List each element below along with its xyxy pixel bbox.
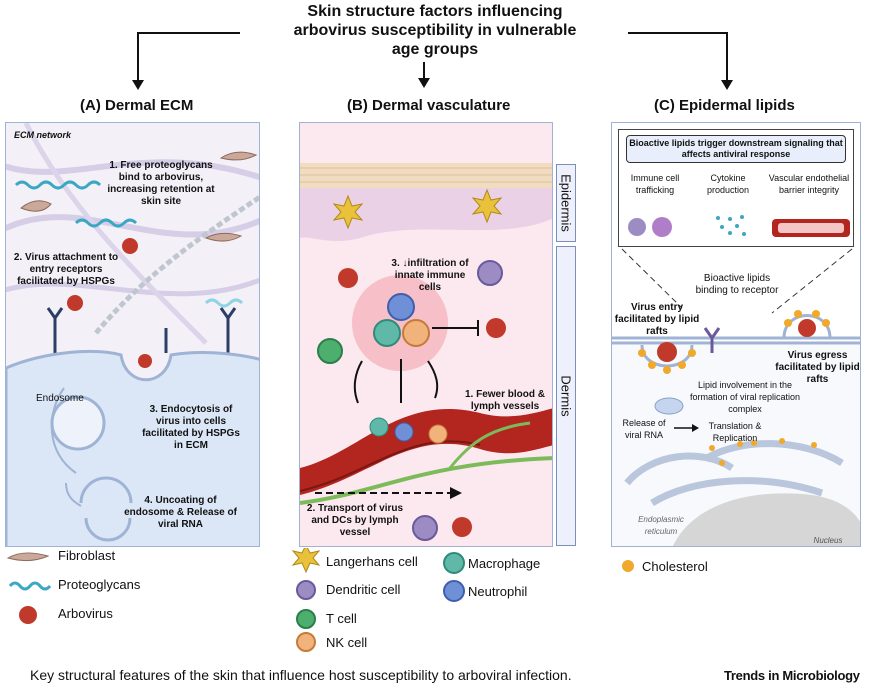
- arrow-to-c: [628, 32, 728, 82]
- title-line-3: age groups: [391, 41, 479, 58]
- panel-a-art: [6, 123, 259, 546]
- tcell-swatch: [296, 609, 316, 629]
- replication-label: Lipid involvement in the formation of vi…: [689, 380, 801, 414]
- ecm-network-label: ECM network: [14, 130, 72, 140]
- journal-credit: Trends in Microbiology: [724, 668, 860, 683]
- bioactive-banner: Bioactive lipids trigger downstream sign…: [626, 135, 846, 163]
- legend-neutrophil: Neutrophil: [468, 584, 528, 599]
- diagram-title: Skin structure factors influencing arbov…: [240, 2, 630, 59]
- endosome-label: Endosome: [36, 393, 84, 404]
- panel-c-title: (C) Epidermal lipids: [654, 97, 795, 114]
- legend-proteoglycans: Proteoglycans: [58, 577, 141, 592]
- epidermis-label: Epidermis: [558, 174, 574, 232]
- panel-b-art: [300, 163, 552, 541]
- nucleus-label: Nucleus: [813, 536, 843, 545]
- step-a4-text: 4. Uncoating of endosome & Release of vi…: [124, 495, 237, 530]
- legend-langerhans: Langerhans cell: [326, 554, 418, 569]
- legend-cholesterol: Cholesterol: [642, 559, 708, 574]
- dermis-label: Dermis: [558, 375, 574, 417]
- arrow-to-a: [137, 32, 240, 82]
- epidermis-tab: Epidermis: [556, 164, 576, 242]
- arrowhead-b: [418, 78, 430, 88]
- cholesterol-swatch: [622, 560, 634, 572]
- egress-label: Virus egress facilitated by lipid rafts: [775, 350, 860, 385]
- legend-nkcell: NK cell: [326, 635, 368, 650]
- entry-label: Virus entry facilitated by lipid rafts: [614, 302, 700, 337]
- dendritic-swatch: [296, 580, 316, 600]
- panel-b-title: (B) Dermal vasculature: [347, 97, 511, 114]
- step-b1-text: 1. Fewer blood & lymph vessels: [464, 389, 545, 412]
- nkcell-swatch: [296, 632, 316, 652]
- legend-dendritic: Dendritic cell: [326, 582, 401, 597]
- lipid-binding-label: Bioactive lipids binding to receptor: [695, 273, 779, 296]
- step-a2-text: 2. Virus attachment to entry receptors f…: [13, 252, 119, 287]
- er-label: Endoplasmic reticulum: [638, 515, 684, 536]
- translation-label: Translation & Replication: [708, 421, 762, 443]
- step-a1-text: 1. Free proteoglycans bind to arbovirus,…: [107, 160, 215, 207]
- fibroblast-swatch: [6, 552, 50, 562]
- legend-fibroblast: Fibroblast: [58, 548, 116, 563]
- release-rna-label: Release of viral RNA: [622, 418, 666, 440]
- cytokine-label: Cytokine production: [706, 173, 750, 195]
- legend-art: [6, 548, 634, 652]
- legend-macrophage: Macrophage: [468, 556, 541, 571]
- panel-b: 3. ↓infiltration of innate immune cells …: [299, 122, 553, 547]
- title-line-1: Skin structure factors influencing: [307, 3, 563, 20]
- langerhans-swatch: [291, 548, 321, 574]
- arbovirus-swatch: [19, 606, 37, 624]
- macrophage-swatch: [443, 552, 465, 574]
- step-b3-text: 3. ↓infiltration of innate immune cells: [391, 258, 469, 293]
- title-line-2: arbovirus susceptibility in vulnerable: [293, 22, 577, 39]
- dermis-tab: Dermis: [556, 246, 576, 546]
- panel-a-title: (A) Dermal ECM: [80, 97, 194, 114]
- panel-c: Bioactive lipids trigger downstream sign…: [611, 122, 861, 547]
- step-a3-text: 3. Endocytosis of virus into cells facil…: [142, 404, 240, 451]
- arrowhead-a: [132, 80, 144, 90]
- top-arrows: [132, 32, 733, 90]
- panel-a: ECM network 1. Free proteoglycans bind t…: [5, 122, 260, 547]
- arrowhead-c: [721, 80, 733, 90]
- proteoglycans-swatch: [8, 581, 52, 591]
- legend-arbovirus: Arbovirus: [58, 606, 113, 621]
- figure-caption: Key structural features of the skin that…: [30, 667, 572, 683]
- vascular-label: Vascular endothelial barrier integrity: [768, 173, 850, 195]
- neutrophil-swatch: [443, 580, 465, 602]
- legend-tcell: T cell: [326, 611, 357, 626]
- panel-c-art: [612, 215, 860, 546]
- immune-trafficking-label: Immune cell trafficking: [630, 173, 680, 195]
- step-b2-text: 2. Transport of virus and DCs by lymph v…: [306, 503, 404, 538]
